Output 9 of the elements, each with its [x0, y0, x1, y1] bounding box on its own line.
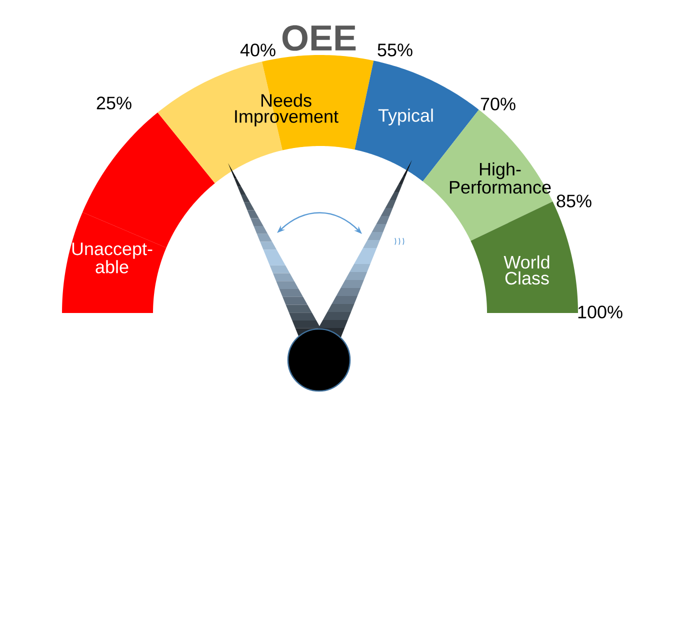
- percent-label: 55%: [378, 44, 412, 56]
- percent-label: 70%: [480, 98, 516, 110]
- percent-label: 100%: [578, 306, 622, 318]
- title: OEE: [282, 25, 356, 51]
- gauge-segment: Unaccept- able: [62, 212, 166, 313]
- gauge-segment: Typical: [354, 60, 479, 182]
- percent-label: 40%: [240, 44, 276, 56]
- percent-label: 25%: [96, 96, 132, 110]
- node-label: Unaccept- able: [72, 242, 152, 274]
